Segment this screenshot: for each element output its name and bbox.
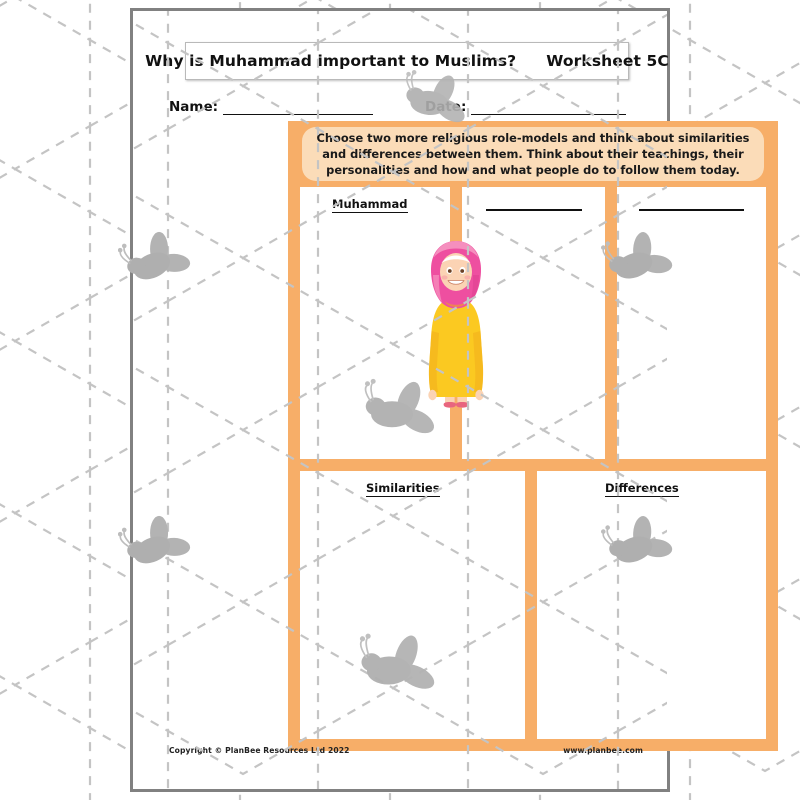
- table-cell-differences[interactable]: Differences: [537, 471, 766, 739]
- instructions-text: Choose two more religious role-models an…: [316, 130, 750, 178]
- name-label: Name:: [169, 99, 219, 115]
- table-cell-blank-2[interactable]: [617, 187, 766, 459]
- instructions-box: Choose two more religious role-models an…: [302, 127, 764, 181]
- date-input[interactable]: [471, 100, 627, 115]
- column-heading-similarities: Similarities: [366, 481, 440, 497]
- title-box: Why is Muhammad important to Muslims? Wo…: [145, 42, 669, 80]
- worksheet-page: Why is Muhammad important to Muslims? Wo…: [130, 8, 778, 792]
- column-heading-differences: Differences: [605, 481, 679, 497]
- page-title: Why is Muhammad important to Muslims?: [145, 52, 517, 70]
- worksheet-number: Worksheet 5C: [546, 52, 669, 70]
- worksheet-grid-frame: Choose two more religious role-models an…: [288, 121, 778, 751]
- website-text: www.planbee.com: [563, 746, 643, 755]
- muslim-girl-illustration: [421, 239, 491, 409]
- date-label: Date:: [425, 99, 467, 115]
- column-heading-blank-rule-1[interactable]: [486, 209, 582, 211]
- table-cell-similarities[interactable]: Similarities: [300, 471, 525, 739]
- copyright-text: Copyright © PlanBee Resources Ltd 2022: [169, 746, 350, 755]
- footer: Copyright © PlanBee Resources Ltd 2022 w…: [169, 746, 643, 755]
- name-input[interactable]: [223, 100, 374, 115]
- name-date-row: Name: Date:: [169, 93, 643, 115]
- column-heading-blank-rule-2[interactable]: [639, 209, 744, 211]
- column-heading-muhammad: Muhammad: [332, 197, 408, 213]
